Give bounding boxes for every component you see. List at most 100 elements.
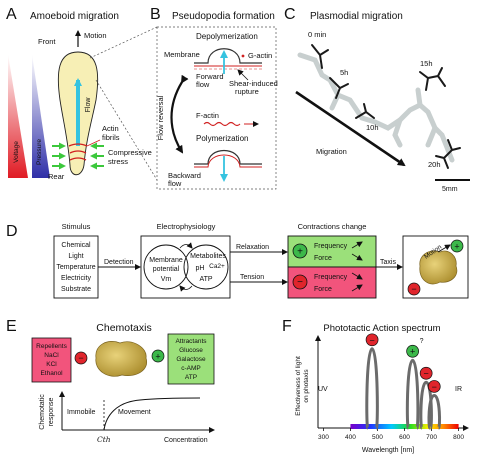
backward-flow-label-1: Backward	[168, 171, 201, 180]
movement-label: Movement	[118, 409, 151, 416]
f-markers: −+?−−	[365, 333, 441, 393]
panel-b-box	[156, 26, 277, 190]
f-tick-label: 700	[426, 434, 437, 441]
attraction-marker	[406, 344, 419, 358]
stimulus-chemical: Chemical	[61, 242, 91, 249]
repellents-title: Repellents	[36, 343, 67, 350]
motion-label: Motion	[84, 31, 107, 40]
actin-fibrils	[68, 143, 88, 161]
flow-reversal-arrow	[170, 74, 189, 154]
minus-sign: −	[432, 382, 437, 392]
membrane-potential-circle	[143, 244, 189, 290]
flow-reversal-label: Flow reversal	[156, 95, 165, 140]
f-axes	[315, 335, 469, 431]
forward-flow-label-1: Forward	[196, 72, 224, 81]
attractant-galactose: Galactose	[176, 356, 206, 363]
scalebar-label: 5mm	[442, 186, 458, 193]
panel-c-letter: C	[284, 6, 296, 23]
f-xlabel: Wavelength [nm]	[362, 447, 414, 454]
repulsion-marker	[419, 366, 433, 380]
voltage-label: Voltage	[13, 141, 20, 163]
shear-rupture-label-1: Shear-induced	[229, 79, 278, 88]
tension-box	[287, 266, 377, 299]
f-tick-label: 800	[453, 434, 464, 441]
pressure-gradient	[32, 54, 50, 178]
e-xlabel: Concentration	[164, 437, 208, 444]
taxis-plus	[450, 239, 464, 253]
repulsion-marker	[427, 380, 441, 393]
migration-label: Migration	[316, 147, 347, 156]
f-tick-label: 600	[399, 434, 410, 441]
slime-mould-e	[95, 341, 148, 377]
pressure-label: Pressure	[36, 139, 43, 165]
forward-flow-label-2: flow	[196, 80, 210, 89]
attractants-title: Attractants	[175, 338, 207, 345]
panel-a-letter: A	[6, 6, 17, 23]
panel-c-title: Plasmodial migration	[310, 11, 403, 22]
f-curves	[365, 347, 442, 430]
stimulus-title: Stimulus	[62, 222, 91, 231]
compressive-stress-label-2: stress	[108, 157, 128, 166]
atp-label: ATP	[199, 276, 212, 283]
membrane-bottom	[194, 150, 262, 165]
membrane-top	[194, 48, 262, 64]
repellent-ethanol: Ethanol	[40, 370, 63, 377]
force-label-tension: Force	[314, 286, 332, 293]
relaxation-label: Relaxation	[236, 244, 269, 251]
freq-down-icon	[351, 272, 363, 280]
detection-label: Detection	[104, 259, 134, 266]
repulsion-marker	[365, 333, 379, 347]
taxis-minus	[407, 282, 421, 296]
minus-sign: −	[424, 369, 429, 379]
f-actin-label: F-actin	[196, 111, 219, 120]
time-5h: 5h	[340, 68, 348, 77]
panel-b: B Pseudopodia formation Membrane Depolym…	[150, 6, 278, 190]
attractant-plus-sign: +	[155, 352, 160, 362]
rear-label: Rear	[48, 172, 65, 181]
frequency-label-tension: Frequency	[314, 274, 348, 281]
panel-d: D Stimulus Chemical Light Temperature El…	[6, 222, 469, 299]
time-15h: 15h	[420, 59, 433, 68]
visible-spectrum-bar	[350, 424, 459, 429]
panel-a: A Amoeboid migration Voltage Pressure Fr…	[6, 6, 158, 181]
stimulus-light: Light	[68, 253, 83, 260]
taxis-minus-sign: −	[411, 284, 416, 294]
actin-fibrils-label-1: Actin	[102, 124, 119, 133]
depolymerization-label: Depolymerization	[196, 32, 258, 41]
stimulus-box	[53, 235, 99, 299]
freq-up-icon	[351, 241, 363, 249]
question-mark: ?	[420, 338, 424, 345]
panel-e: E Chemotaxis Repellents NaCl KCl Ethanol…	[6, 318, 215, 444]
e-ylabel-1: Chemotatic	[39, 394, 46, 430]
uv-label: UV	[318, 386, 328, 393]
calcium-label: Ca2+	[209, 263, 225, 270]
compressive-stress-label-1: Compressive	[108, 148, 152, 157]
force-up-icon	[351, 284, 363, 292]
attractant-camp: c-AMP	[181, 365, 201, 372]
tension-label: Tension	[240, 274, 264, 281]
panel-b-letter: B	[150, 6, 161, 23]
plus-sign: +	[410, 347, 415, 357]
panel-a-title: Amoeboid migration	[30, 11, 119, 22]
attractant-marker	[151, 349, 165, 363]
coupling-arrow-bottom	[179, 285, 193, 292]
membrane-label: Membrane	[164, 50, 200, 59]
migration-arrow	[295, 90, 406, 167]
frequency-label-relax: Frequency	[314, 243, 348, 250]
flow-label: Flow	[85, 97, 92, 113]
repellent-minus-sign: −	[78, 353, 83, 363]
membrane-potential-label-2: potential	[153, 266, 180, 273]
f-peak-curve	[405, 358, 420, 430]
slime-mould-d	[419, 250, 458, 285]
metabolites-circle	[183, 244, 229, 290]
actin-fibrils-label-2: fibrils	[102, 133, 120, 142]
compressive-stress-arrows	[52, 142, 104, 170]
f-ylabel-2: on photaxis	[303, 369, 310, 403]
response-curve	[103, 397, 201, 431]
repellents-box	[31, 337, 72, 383]
minus-sign: −	[297, 277, 303, 288]
backward-flow-label-2: flow	[168, 179, 182, 188]
coupling-arrow-top	[179, 242, 193, 249]
